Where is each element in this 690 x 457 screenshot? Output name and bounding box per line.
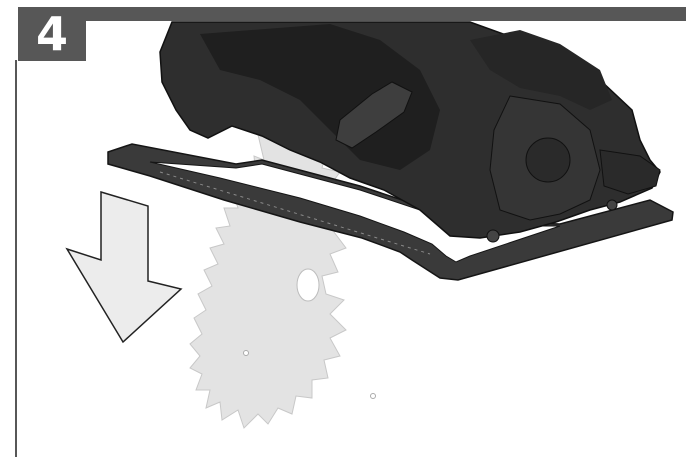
- downward-arrow-icon: [67, 192, 181, 342]
- blade-arbor-hole: [297, 269, 319, 301]
